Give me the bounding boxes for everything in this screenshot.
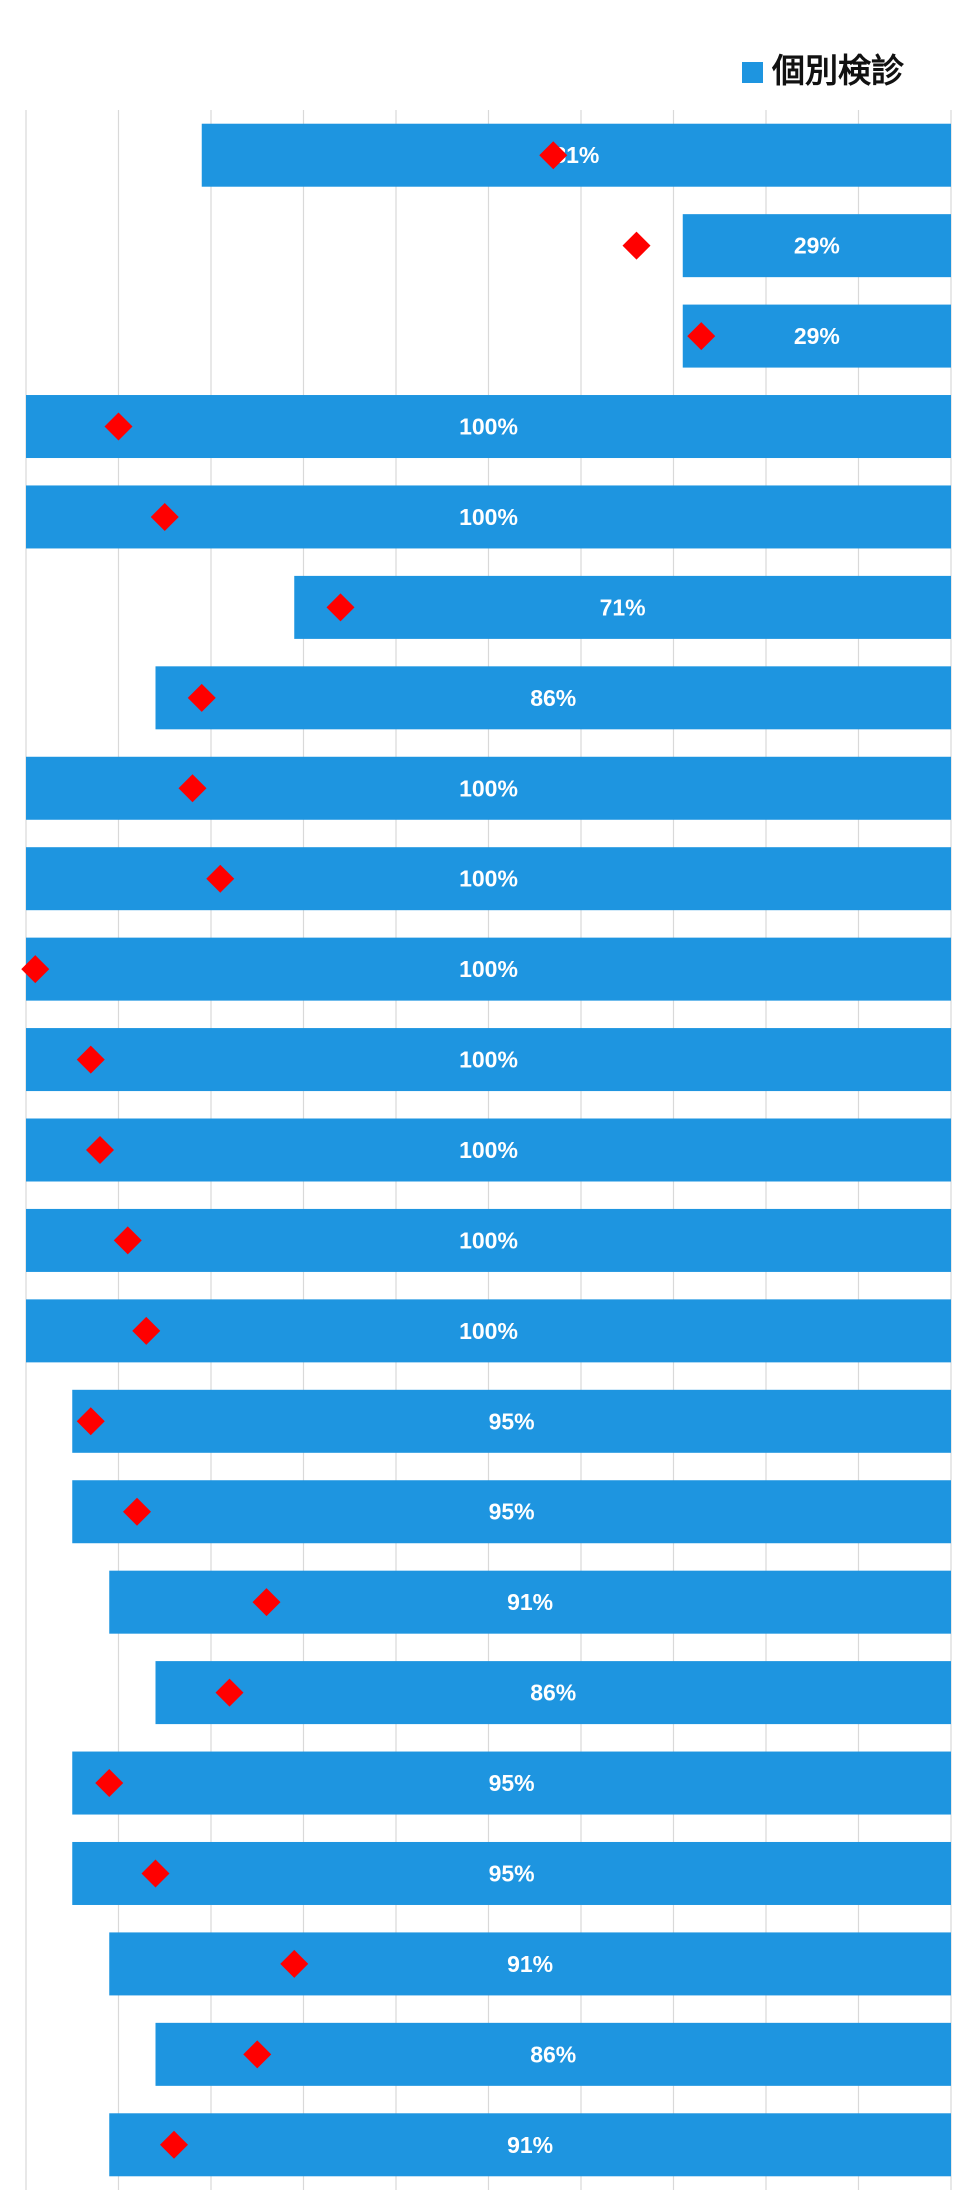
bar-value-label: 100% — [459, 504, 518, 530]
bar — [682, 304, 951, 368]
bar-value-label: 86% — [530, 2041, 576, 2067]
diamond-marker — [76, 1045, 105, 1074]
bar — [72, 1841, 951, 1905]
bar-value-label: 29% — [794, 323, 840, 349]
markers — [21, 141, 716, 2159]
legend-swatch — [742, 62, 763, 83]
bar — [72, 1751, 951, 1815]
bar-value-label: 100% — [459, 866, 518, 892]
bar — [26, 1028, 951, 1092]
bar — [682, 214, 951, 278]
bar-value-label: 100% — [459, 956, 518, 982]
diamond-marker — [178, 774, 207, 803]
bar — [201, 123, 951, 187]
bar-value-label: 95% — [489, 1860, 535, 1886]
bar — [26, 1299, 951, 1363]
diamond-marker — [86, 1136, 114, 1164]
bar-value-label: 86% — [530, 685, 576, 711]
bar — [26, 1118, 951, 1182]
diamond-marker — [76, 1407, 105, 1436]
bar-value-label: 91% — [507, 1589, 553, 1615]
bar — [72, 1480, 951, 1544]
bar — [109, 1932, 951, 1996]
diamond-marker — [252, 1588, 281, 1617]
legend-label: 個別検診 — [771, 51, 905, 90]
diamond-marker — [150, 502, 179, 531]
diamond-marker — [113, 1226, 142, 1255]
diamond-marker — [141, 1859, 170, 1888]
diamond-marker — [243, 2040, 272, 2069]
bar-value-label: 95% — [489, 1770, 535, 1796]
bar-value-label: 100% — [459, 414, 518, 440]
bar — [26, 847, 951, 911]
bar-value-label: 100% — [459, 1227, 518, 1253]
diamond-marker — [123, 1497, 151, 1526]
bar-value-label: 91% — [507, 1951, 553, 1977]
bar — [155, 666, 951, 730]
bar-value-label: 86% — [530, 1680, 576, 1706]
bar-value-label: 100% — [459, 775, 518, 801]
diamond-marker — [187, 683, 216, 712]
diamond-marker — [622, 231, 651, 260]
bar-value-label: 71% — [600, 594, 646, 620]
diamond-marker — [215, 1678, 244, 1707]
bar-value-label: 95% — [489, 1499, 535, 1525]
bar — [294, 575, 951, 639]
bars: 81%29%29%100%100%71%86%100%100%100%100%1… — [26, 123, 951, 2177]
diamond-marker — [160, 2130, 188, 2159]
diamond-marker — [132, 1316, 161, 1345]
bar-value-label: 100% — [459, 1047, 518, 1073]
bar-value-label: 95% — [489, 1408, 535, 1434]
bar-value-label: 91% — [507, 2132, 553, 2158]
bar — [155, 1661, 951, 1725]
bar — [26, 1208, 951, 1272]
bar — [26, 937, 951, 1001]
diamond-marker — [280, 1949, 309, 1978]
bar — [72, 1389, 951, 1453]
bar-value-label: 100% — [459, 1318, 518, 1344]
bar — [26, 395, 951, 459]
diamond-marker — [95, 1769, 124, 1798]
bar — [109, 2113, 951, 2177]
diamond-marker — [21, 955, 50, 984]
legend: 個別検診 — [742, 51, 905, 90]
diamond-marker — [687, 322, 716, 351]
bar — [109, 1570, 951, 1634]
bar-value-label: 100% — [459, 1137, 518, 1163]
bar — [26, 485, 951, 549]
bar — [155, 2022, 951, 2086]
diamond-marker — [326, 593, 355, 622]
diamond-marker — [539, 141, 568, 170]
diamond-marker — [104, 412, 133, 441]
bar-value-label: 29% — [794, 233, 840, 259]
diamond-marker — [206, 864, 235, 893]
